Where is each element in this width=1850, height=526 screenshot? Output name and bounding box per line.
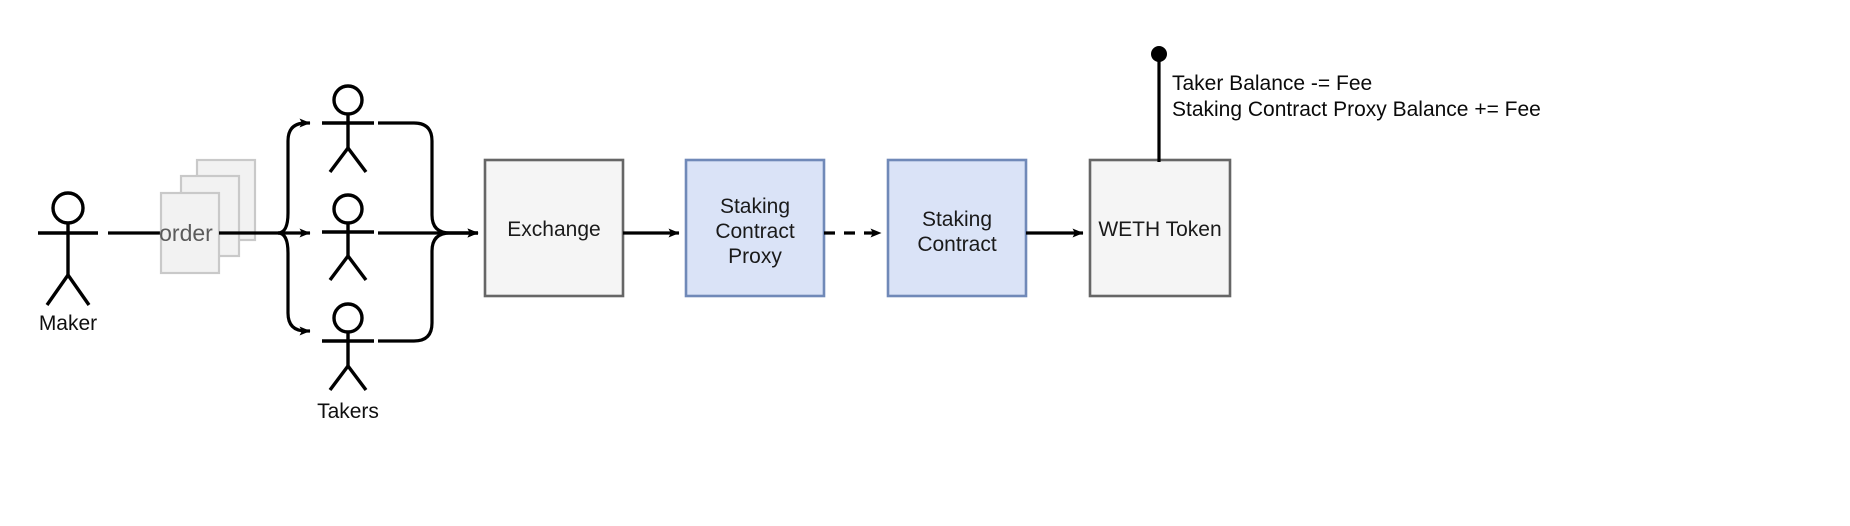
order-card-stack: er er order <box>159 158 257 275</box>
staking-contract-box[interactable] <box>886 158 1028 298</box>
edge-group-takers-to-exchange <box>378 121 479 343</box>
taker-1-head-icon <box>332 84 364 116</box>
edge-taker-1-to-exchange <box>378 121 479 238</box>
actor-label-takers: Takers <box>317 400 379 423</box>
staking-contract-label-line-1: Staking <box>922 208 992 231</box>
annotation-weth-fee-note: Taker Balance -= Fee Staking Contract Pr… <box>1151 46 1541 162</box>
taker-3-right-leg <box>346 364 368 392</box>
maker-right-leg <box>66 274 91 306</box>
actor-taker-3: Takers <box>317 302 379 423</box>
order-card-front <box>159 191 221 275</box>
edge-taker-3-to-exchange <box>378 228 479 343</box>
annotation-line-2: Staking Contract Proxy Balance += Fee <box>1172 98 1541 121</box>
edge-orders-to-taker-1 <box>277 118 311 235</box>
staking-contract-proxy-box[interactable] <box>684 158 826 298</box>
maker-head-icon <box>51 191 85 225</box>
actor-label-maker: Maker <box>39 312 97 335</box>
actor-taker-2 <box>322 193 374 282</box>
actor-taker-1 <box>322 84 374 174</box>
annotation-anchor-dot-icon <box>1151 46 1167 62</box>
node-staking-contract[interactable]: Staking Contract <box>886 158 1028 298</box>
staking-contract-proxy-label-line-1: Staking <box>720 195 790 218</box>
staking-contract-label-line-2: Contract <box>917 233 997 256</box>
taker-1-right-leg <box>346 146 368 174</box>
node-weth-token[interactable]: WETH Token <box>1088 158 1232 298</box>
weth-token-label: WETH Token <box>1098 218 1221 241</box>
taker-3-head-icon <box>332 302 364 334</box>
weth-token-box[interactable] <box>1088 158 1232 298</box>
taker-3-left-leg <box>328 364 350 392</box>
annotation-line-1: Taker Balance -= Fee <box>1172 72 1372 95</box>
staking-contract-proxy-label-line-2: Contract <box>715 220 795 243</box>
edge-group-orders-to-takers <box>219 118 311 336</box>
taker-1-left-leg <box>328 146 350 174</box>
taker-2-left-leg <box>328 254 350 282</box>
staking-contract-proxy-label-line-3: Proxy <box>728 245 782 268</box>
node-exchange[interactable]: Exchange <box>483 158 625 298</box>
actor-maker: Maker <box>38 191 98 335</box>
maker-left-leg <box>45 274 70 306</box>
exchange-box[interactable] <box>483 158 625 298</box>
order-card-front-label: order <box>159 220 213 246</box>
exchange-label: Exchange <box>507 218 600 241</box>
edge-orders-to-taker-3 <box>277 231 311 336</box>
taker-2-right-leg <box>346 254 368 282</box>
node-staking-contract-proxy[interactable]: Staking Contract Proxy <box>684 158 826 298</box>
taker-2-head-icon <box>332 193 364 225</box>
